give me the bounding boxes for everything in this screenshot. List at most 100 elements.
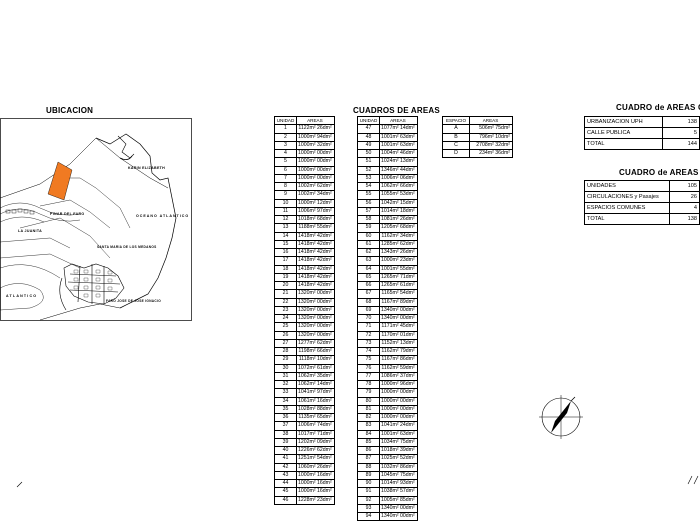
area-cell: 1006m² 97dm²	[296, 206, 335, 217]
area-cell: 1001m² 63dm²	[379, 429, 418, 439]
area-cell: 1277m² 62dm²	[296, 338, 335, 349]
area-cell: 1041m² 24dm²	[379, 421, 418, 431]
area-cell: 1340m² 00dm²	[379, 313, 418, 324]
area-cell: 506m² 75dm²	[469, 124, 513, 134]
unit-cell: 11	[274, 206, 297, 217]
unit-cell: 28	[274, 346, 297, 357]
area-cell: 1081m² 26dm²	[379, 214, 418, 225]
generales-title: CUADRO de AREAS GE	[616, 103, 700, 112]
unit-cell: 13	[274, 223, 297, 233]
unit-cell: 84	[357, 429, 380, 439]
corner-mark-icon	[16, 481, 23, 488]
unit-cell: 48	[357, 132, 380, 142]
unit-cell: 60	[357, 231, 380, 241]
area-cell: 1062m² 35dm²	[296, 371, 335, 382]
area-cell: 1042m² 15dm²	[379, 198, 418, 208]
unit-cell: 15	[274, 239, 297, 250]
area-cell: 1418m² 42dm²	[296, 272, 335, 283]
area-cell: 1162m² 79dm²	[379, 346, 418, 357]
unit-cell: 57	[357, 206, 380, 217]
unit-cell: 37	[274, 421, 297, 431]
unit-cell: 17	[274, 256, 297, 266]
map-label-oceano: OCEANO ATLANTICO	[136, 214, 190, 218]
unit-cell: 64	[357, 264, 380, 274]
area-cell: 1418m² 42dm²	[296, 239, 335, 250]
area-cell: 1045m² 75dm²	[379, 470, 418, 481]
ubicacion-title: UBICACION	[46, 106, 94, 115]
map-label-atlantico: ATLANTICO	[6, 294, 38, 298]
area-cell: 1340m² 00dm²	[379, 503, 418, 514]
area-cell: 1285m² 62dm²	[379, 239, 418, 250]
area-cell: 1346m² 44dm²	[379, 165, 418, 175]
area-cell: 1122m² 26dm²	[296, 124, 335, 134]
area-cell: 1000m² 00dm²	[379, 388, 418, 398]
area-cell: 1000m² 00dm²	[379, 412, 418, 423]
unit-cell: URBANIZACION UPH	[583, 116, 664, 128]
area-cell: 1038m² 57dm²	[379, 487, 418, 497]
area-cell: 1002m² 62dm²	[296, 181, 335, 192]
unit-cell: 78	[357, 379, 380, 390]
area-cell: 1086m² 37dm²	[379, 371, 418, 382]
area-cell: 1418m² 42dm²	[296, 264, 335, 274]
area-cell: 1004m² 46dm²	[379, 148, 418, 159]
area-cell: 1000m² 00dm²	[296, 148, 335, 159]
map-label-santa-maria: SANTA MARIA DE LOS MEDANOS	[97, 245, 157, 249]
unit-cell: 44	[274, 478, 297, 489]
area-cell: 1060m² 26dm²	[296, 462, 335, 472]
unit-cell: A	[442, 124, 470, 134]
location-map: KARIN ELIZABETH OCEANO ATLANTICO PINAR D…	[0, 118, 192, 321]
unit-cell: TOTAL	[583, 138, 664, 150]
unit-cell: 45	[274, 487, 297, 497]
map-label-faro: FARO JOSE DE JOSE IGNACIO	[106, 299, 161, 303]
unit-cell: 49	[357, 140, 380, 151]
unit-cell: 1	[274, 124, 297, 134]
unit-cell: 26	[274, 330, 297, 340]
unit-cell: 8	[274, 181, 297, 192]
unit-cell: 3	[274, 140, 297, 151]
area-cell: 1072m² 61dm²	[296, 363, 335, 373]
area-cell: 1034m² 75dm²	[379, 437, 418, 448]
unit-cell: UNIDADES	[584, 180, 670, 192]
area-cell: 1000m² 16dm²	[296, 487, 335, 497]
area-cell: 1000m² 32dm²	[296, 140, 335, 151]
area-cell: 1041m² 97dm²	[296, 388, 335, 398]
unit-cell: 5	[274, 157, 297, 167]
area-cell: 234m² 36dm²	[469, 148, 513, 159]
unit-cell: 87	[357, 454, 380, 464]
unit-cell: 86	[357, 445, 380, 456]
area-cell: 1152m² 13dm²	[379, 338, 418, 349]
unit-cell: 12	[274, 214, 297, 225]
